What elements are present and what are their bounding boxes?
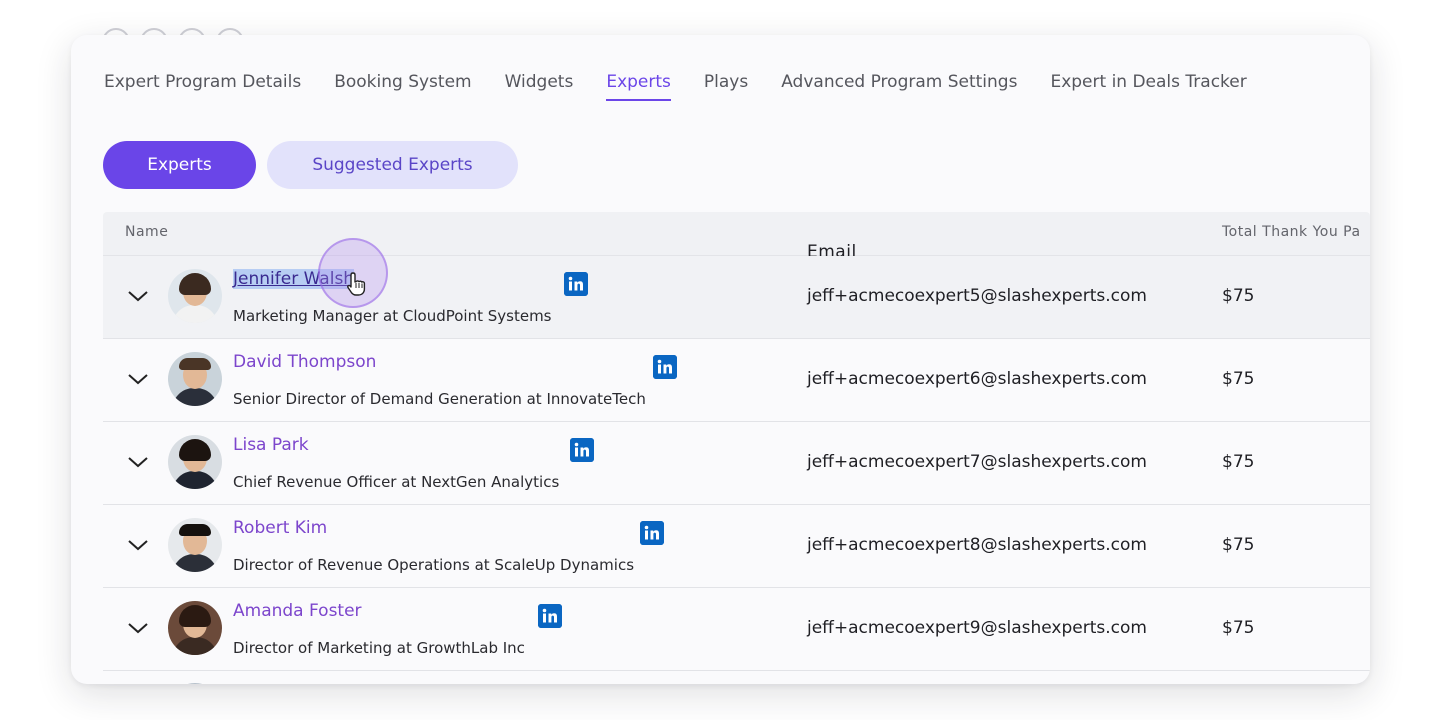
column-header-total[interactable]: Total Thank You Pa — [1222, 224, 1361, 240]
table-row[interactable]: Jennifer Walsh Marketing Manager at Clou… — [103, 256, 1370, 339]
expert-title: Director of Revenue Operations at ScaleU… — [233, 556, 635, 574]
avatar — [168, 352, 222, 406]
expert-name-link[interactable]: Amanda Foster — [233, 601, 362, 621]
table-header: Name Email Total Thank You Pa — [103, 212, 1370, 262]
avatar — [168, 269, 222, 323]
expert-name-link[interactable]: Jennifer Walsh — [233, 269, 355, 289]
tab-experts[interactable]: Experts — [606, 71, 671, 101]
table-row[interactable]: Robert Kim Director of Revenue Operation… — [103, 505, 1370, 588]
column-header-name[interactable]: Name — [125, 224, 169, 240]
expert-title: Senior Director of Demand Generation at … — [233, 390, 646, 408]
suggested-experts-pill-button[interactable]: Suggested Experts — [267, 141, 518, 189]
table-row[interactable]: Amanda Foster Director of Marketing at G… — [103, 588, 1370, 671]
tab-booking-system[interactable]: Booking System — [334, 72, 472, 92]
expert-title: Chief Revenue Officer at NextGen Analyti… — [233, 473, 560, 491]
avatar — [168, 601, 222, 655]
expert-program-card: Expert Program Details Booking System Wi… — [71, 35, 1370, 684]
expert-title: Director of Marketing at GrowthLab Inc — [233, 639, 525, 657]
chevron-down-icon[interactable] — [127, 538, 149, 552]
page-title-partial — [102, 22, 282, 40]
thank-you-amount: $75 — [1222, 286, 1255, 306]
avatar — [168, 435, 222, 489]
expert-email: jeff+acmecoexpert5@slashexperts.com — [807, 286, 1147, 306]
chevron-down-icon[interactable] — [127, 289, 149, 303]
tab-expert-in-deals-tracker[interactable]: Expert in Deals Tracker — [1050, 72, 1247, 92]
linkedin-icon[interactable] — [570, 438, 594, 462]
expert-email: jeff+acmecoexpert7@slashexperts.com — [807, 452, 1147, 472]
linkedin-icon[interactable] — [640, 521, 664, 545]
thank-you-amount: $75 — [1222, 452, 1255, 472]
chevron-down-icon[interactable] — [127, 621, 149, 635]
thank-you-amount: $75 — [1222, 618, 1255, 638]
experts-table: Name Email Total Thank You Pa Jennifer W… — [103, 212, 1370, 684]
thank-you-amount: $75 — [1222, 535, 1255, 555]
expert-name-link[interactable]: Lisa Park — [233, 435, 309, 455]
expert-title: Marketing Manager at CloudPoint Systems — [233, 307, 552, 325]
view-toggle: Experts Suggested Experts — [103, 141, 518, 189]
tab-advanced-program-settings[interactable]: Advanced Program Settings — [781, 72, 1018, 92]
expert-email: jeff+acmecoexpert8@slashexperts.com — [807, 535, 1147, 555]
expert-name-link[interactable]: David Thompson — [233, 352, 377, 372]
tab-bar: Expert Program Details Booking System Wi… — [104, 71, 1280, 101]
table-row[interactable] — [103, 671, 1370, 684]
avatar — [168, 683, 222, 684]
linkedin-icon[interactable] — [564, 272, 588, 296]
chevron-down-icon[interactable] — [127, 455, 149, 469]
tab-widgets[interactable]: Widgets — [504, 72, 574, 92]
thank-you-amount: $75 — [1222, 369, 1255, 389]
table-row[interactable]: David Thompson Senior Director of Demand… — [103, 339, 1370, 422]
expert-email: jeff+acmecoexpert6@slashexperts.com — [807, 369, 1147, 389]
expert-name-link[interactable]: Robert Kim — [233, 518, 328, 538]
tab-expert-program-details[interactable]: Expert Program Details — [104, 72, 302, 92]
chevron-down-icon[interactable] — [127, 372, 149, 386]
tab-plays[interactable]: Plays — [703, 72, 749, 92]
expert-email: jeff+acmecoexpert9@slashexperts.com — [807, 618, 1147, 638]
experts-pill-button[interactable]: Experts — [103, 141, 256, 189]
avatar — [168, 518, 222, 572]
linkedin-icon[interactable] — [653, 355, 677, 379]
linkedin-icon[interactable] — [538, 604, 562, 628]
table-row[interactable]: Lisa Park Chief Revenue Officer at NextG… — [103, 422, 1370, 505]
